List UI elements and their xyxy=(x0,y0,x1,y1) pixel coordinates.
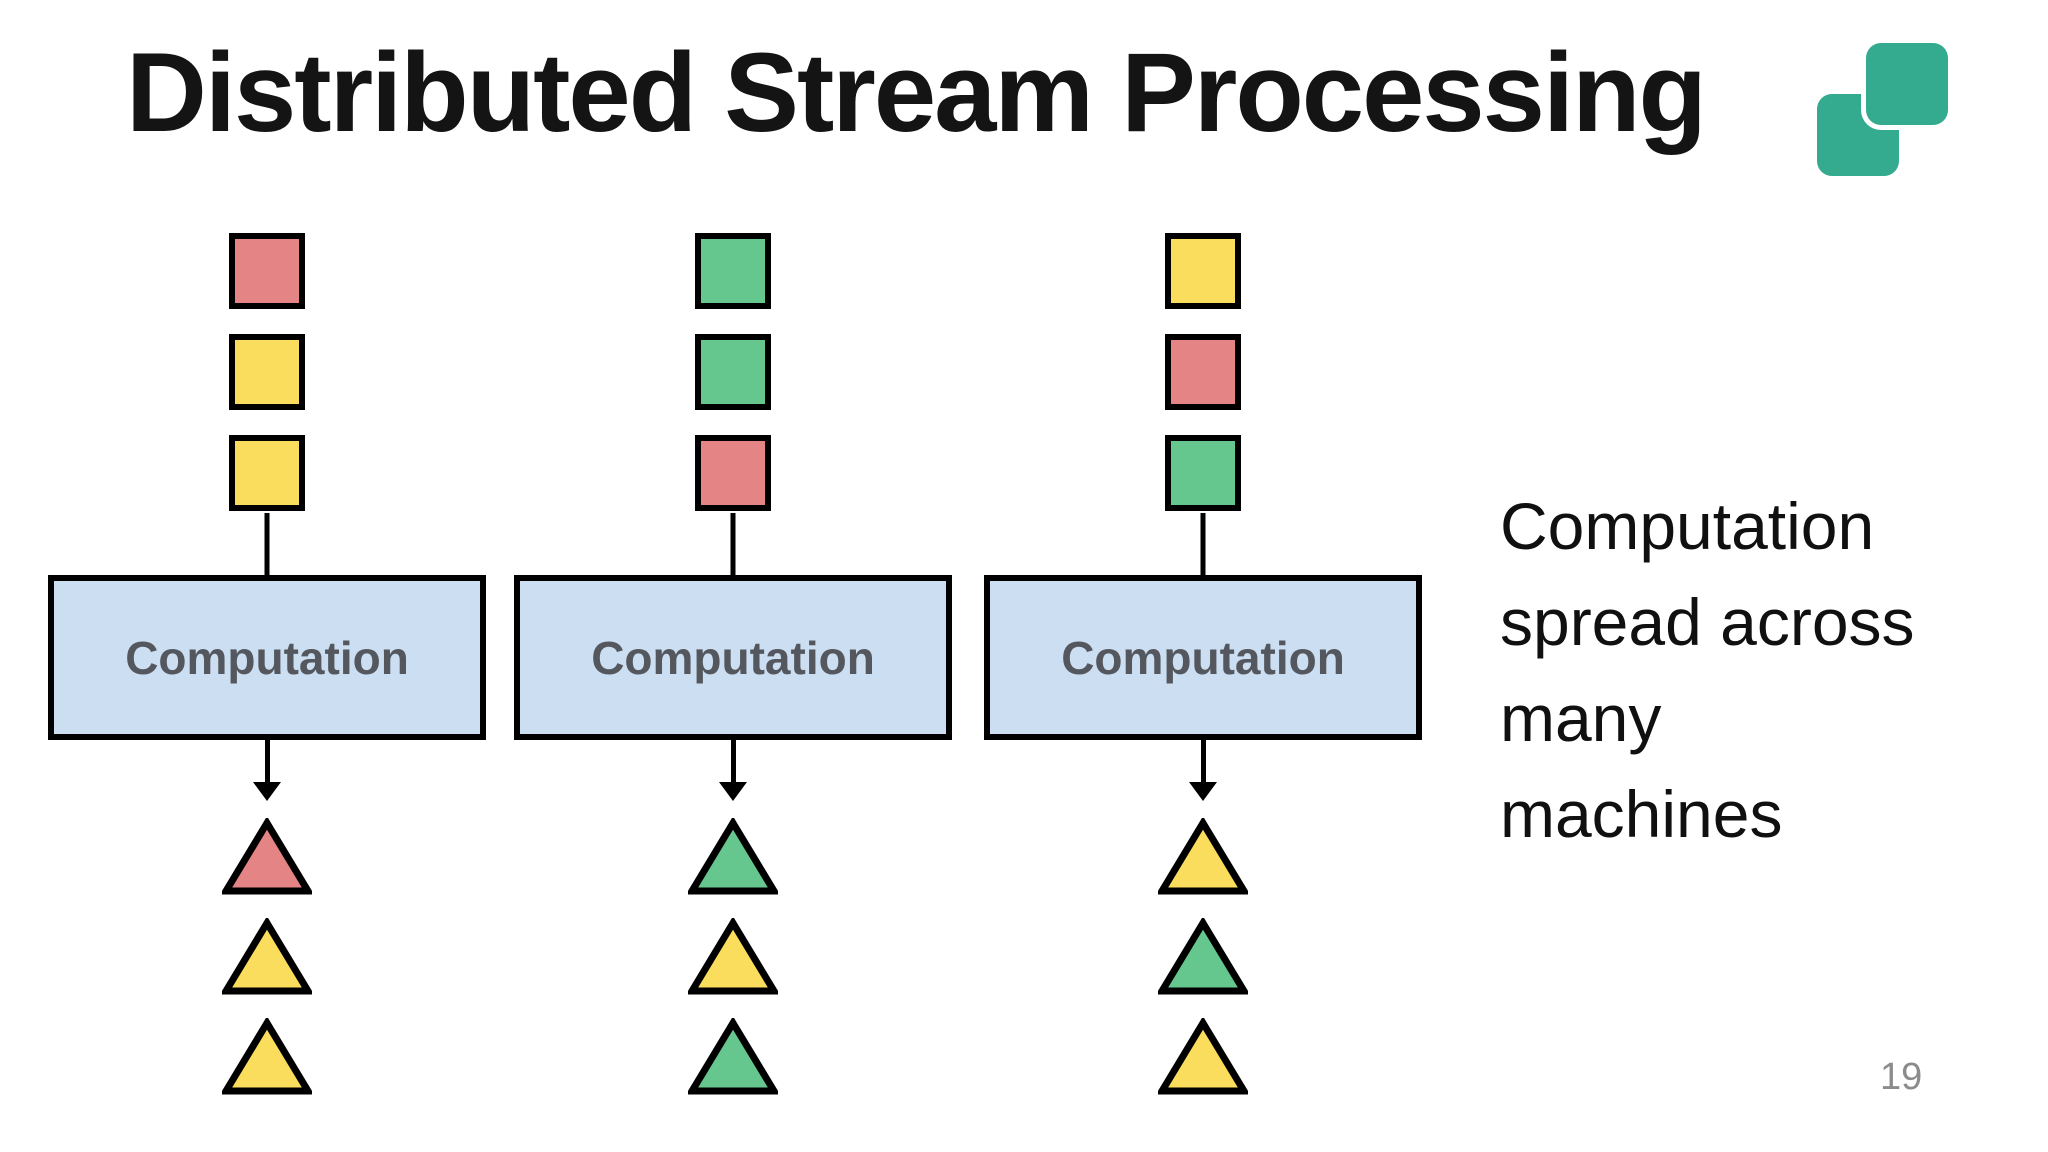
stream-triangle xyxy=(222,818,312,895)
arrow-head-icon xyxy=(1189,782,1217,801)
input-connector-line xyxy=(264,513,270,575)
output-stream-triangles xyxy=(1158,818,1248,1096)
computation-box-label: Computation xyxy=(1061,631,1345,684)
side-note-line: spread across xyxy=(1500,585,1915,659)
stream-triangle xyxy=(688,818,778,895)
input-stream-squares xyxy=(1165,233,1241,511)
output-stream-triangles xyxy=(688,818,778,1096)
stream-square xyxy=(229,334,305,410)
input-stream-squares xyxy=(695,233,771,511)
input-stream-squares xyxy=(229,233,305,511)
computation-box: Computation xyxy=(984,575,1422,740)
stream-square xyxy=(229,233,305,309)
input-connector-line xyxy=(1200,513,1206,575)
stream-square xyxy=(1165,435,1241,511)
stream-square xyxy=(695,435,771,511)
stream-square xyxy=(1165,233,1241,309)
computation-box-label: Computation xyxy=(591,631,875,684)
arrow-line xyxy=(264,740,270,782)
side-note: Computation spread across many machines xyxy=(1500,478,1915,862)
page-number: 19 xyxy=(1880,1056,1923,1098)
output-stream-triangles xyxy=(222,818,312,1096)
output-arrow-icon xyxy=(719,740,747,801)
output-arrow-icon xyxy=(253,740,281,801)
stream-triangle xyxy=(688,918,778,995)
side-note-line: Computation xyxy=(1500,489,1875,563)
stream-square xyxy=(1165,334,1241,410)
stream-square xyxy=(229,435,305,511)
arrow-line xyxy=(1200,740,1206,782)
page-title: Distributed Stream Processing xyxy=(126,30,1707,155)
arrow-head-icon xyxy=(719,782,747,801)
stream-triangle xyxy=(688,1018,778,1095)
pipeline-column-2: Computation xyxy=(514,0,952,1152)
input-connector-line xyxy=(730,513,736,575)
stream-square xyxy=(695,334,771,410)
stream-triangle xyxy=(1158,918,1248,995)
stream-square xyxy=(695,233,771,309)
logo-front-square-icon xyxy=(1866,43,1948,125)
output-arrow-icon xyxy=(1189,740,1217,801)
side-note-line: many xyxy=(1500,681,1662,755)
arrow-head-icon xyxy=(253,782,281,801)
stream-triangle xyxy=(1158,1018,1248,1095)
computation-box: Computation xyxy=(48,575,486,740)
pipeline-column-3: Computation xyxy=(984,0,1422,1152)
computation-box-label: Computation xyxy=(125,631,409,684)
computation-box: Computation xyxy=(514,575,952,740)
pipeline-column-1: Computation xyxy=(48,0,486,1152)
stream-triangle xyxy=(222,918,312,995)
arrow-line xyxy=(730,740,736,782)
stream-triangle xyxy=(222,1018,312,1095)
side-note-line: machines xyxy=(1500,777,1783,851)
stream-triangle xyxy=(1158,818,1248,895)
